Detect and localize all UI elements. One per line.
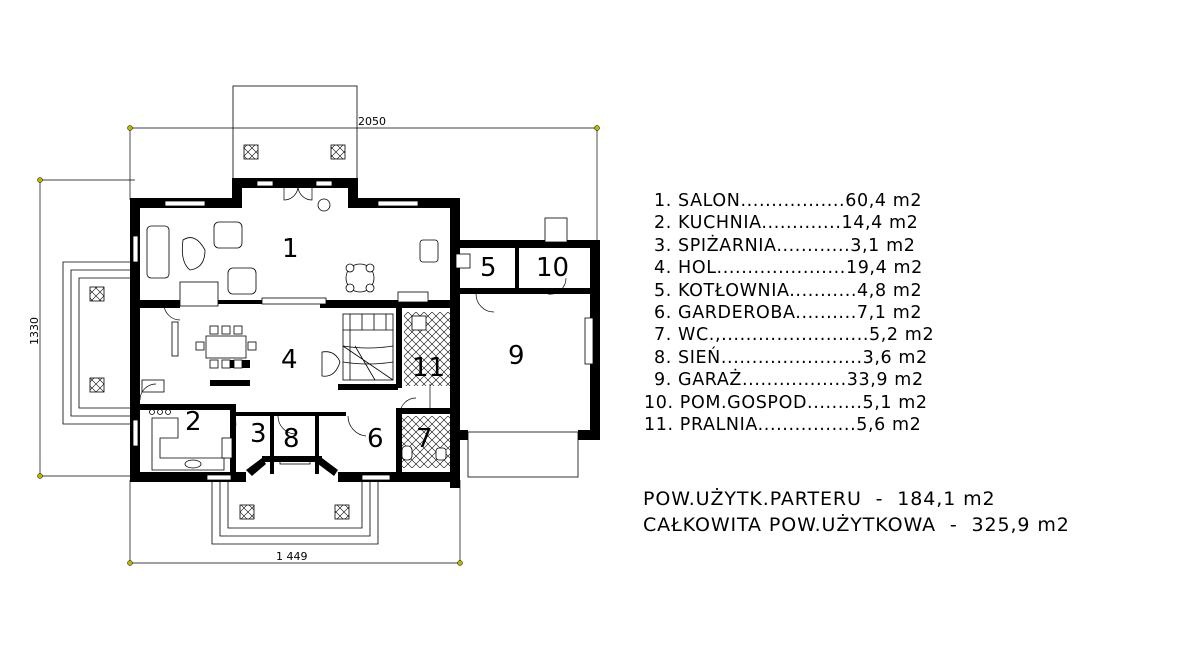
room-number-10: 10 — [536, 253, 569, 283]
total-usable-area: CAŁKOWITA POW.UŻYTKOWA - 325,9 m2 — [643, 514, 1070, 536]
room-number-8: 8 — [283, 424, 300, 454]
dimension-ticks — [37, 125, 600, 566]
entrance-bay — [246, 456, 338, 476]
dimension-lines — [39, 127, 598, 564]
dimension-width-top: 2050 — [358, 115, 386, 128]
kitchen-furniture — [141, 217, 568, 471]
legend-row: 2. KUCHNIA.............14,4 m2 — [654, 213, 919, 234]
floor-plan: 2050 1 449 1330 — [28, 85, 600, 566]
legend-row: 3. SPIŻARNIA............3,1 m2 — [654, 235, 916, 256]
legend-row: 8. SIEŃ.......................3,6 m2 — [654, 347, 928, 368]
area-totals: POW.UŻYTK.PARTERU - 184,1 m2 CAŁKOWITA P… — [643, 486, 1070, 538]
legend-row: 5. KOTŁOWNIA...........4,8 m2 — [654, 280, 923, 301]
hall-furniture — [171, 321, 341, 377]
legend-row: 9. GARAŻ.................33,9 m2 — [654, 370, 924, 391]
room-number-1: 1 — [282, 234, 299, 264]
legend-row: 4. HOL.....................19,4 m2 — [654, 258, 923, 279]
salon-furniture — [146, 198, 439, 307]
legend-row: 7. WC.,........................5,2 m2 — [654, 325, 935, 346]
terraces — [62, 85, 579, 545]
room-number-7: 7 — [416, 424, 433, 454]
room-number-3: 3 — [250, 419, 267, 449]
legend-row: 6. GARDEROBA..........7,1 m2 — [654, 302, 923, 323]
stairs — [342, 313, 394, 381]
room-number-4: 4 — [281, 345, 298, 375]
room-number-6: 6 — [367, 424, 384, 454]
doors — [139, 185, 567, 437]
room-number-11: 11 — [412, 353, 445, 383]
room-number-9: 9 — [508, 341, 525, 371]
room-number-5: 5 — [480, 253, 497, 283]
room-number-2: 2 — [185, 407, 202, 437]
legend-row: 11. PRALNIA................5,6 m2 — [644, 414, 922, 435]
legend-row: 1. SALON.................60,4 m2 — [654, 191, 923, 211]
room-numbers: 1 2 3 4 5 6 7 8 9 10 11 — [185, 234, 569, 454]
dimension-height-left: 1330 — [28, 317, 41, 345]
dimension-width-bottom: 1 449 — [276, 550, 308, 563]
room-area-legend: 1. SALON.................60,4 m2 2. KUCH… — [600, 190, 1020, 436]
windows — [132, 180, 594, 481]
total-ground-floor: POW.UŻYTK.PARTERU - 184,1 m2 — [643, 488, 996, 510]
legend-row: 10. POM.GOSPOD.........5,1 m2 — [644, 392, 928, 413]
